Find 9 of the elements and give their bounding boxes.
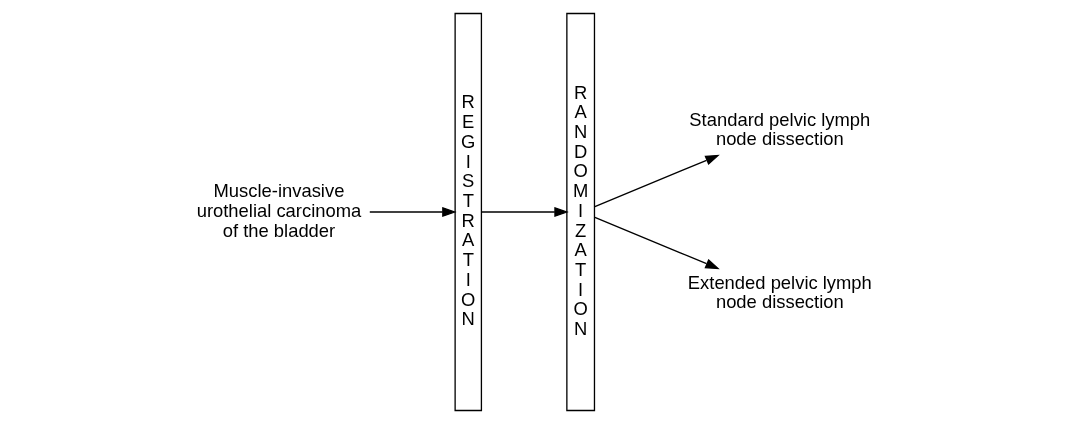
node-box: RANDOMIZATION (565, 12, 595, 412)
node-text: Muscle-invasive urothelial carcinoma of the bladder (196, 180, 361, 241)
node-text: Standard pelvic lymph node dissection (688, 108, 870, 150)
arrow (480, 206, 569, 218)
node-text: Extended pelvic lymph node dissection (687, 271, 872, 313)
node-box: REGISTRATION (453, 12, 482, 412)
arrow (368, 206, 457, 218)
arrow (593, 216, 720, 270)
arrow (593, 154, 720, 208)
